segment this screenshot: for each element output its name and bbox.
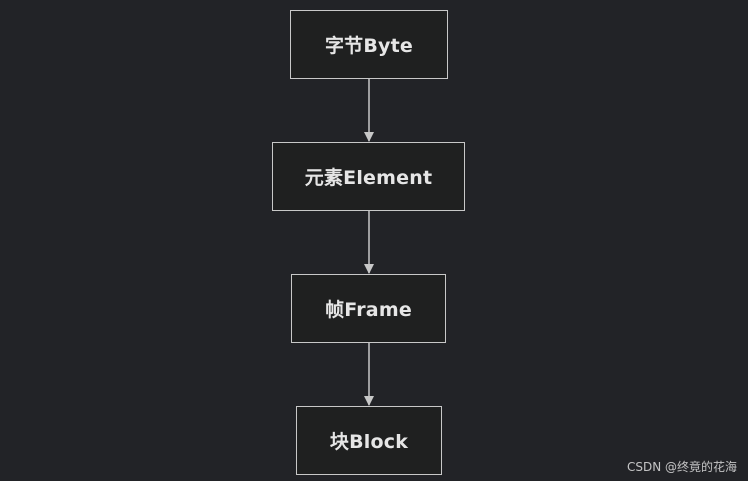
node-element-label: 元素Element <box>304 167 433 189</box>
node-block-label: 块Block <box>329 431 409 453</box>
node-element: 元素Element <box>272 142 465 211</box>
node-block: 块Block <box>296 406 442 475</box>
watermark: CSDN @终竟的花海 <box>626 460 737 474</box>
node-byte-label: 字节Byte <box>324 35 414 57</box>
node-frame-label: 帧Frame <box>325 299 412 321</box>
node-byte: 字节Byte <box>290 10 448 79</box>
node-frame: 帧Frame <box>291 274 446 343</box>
